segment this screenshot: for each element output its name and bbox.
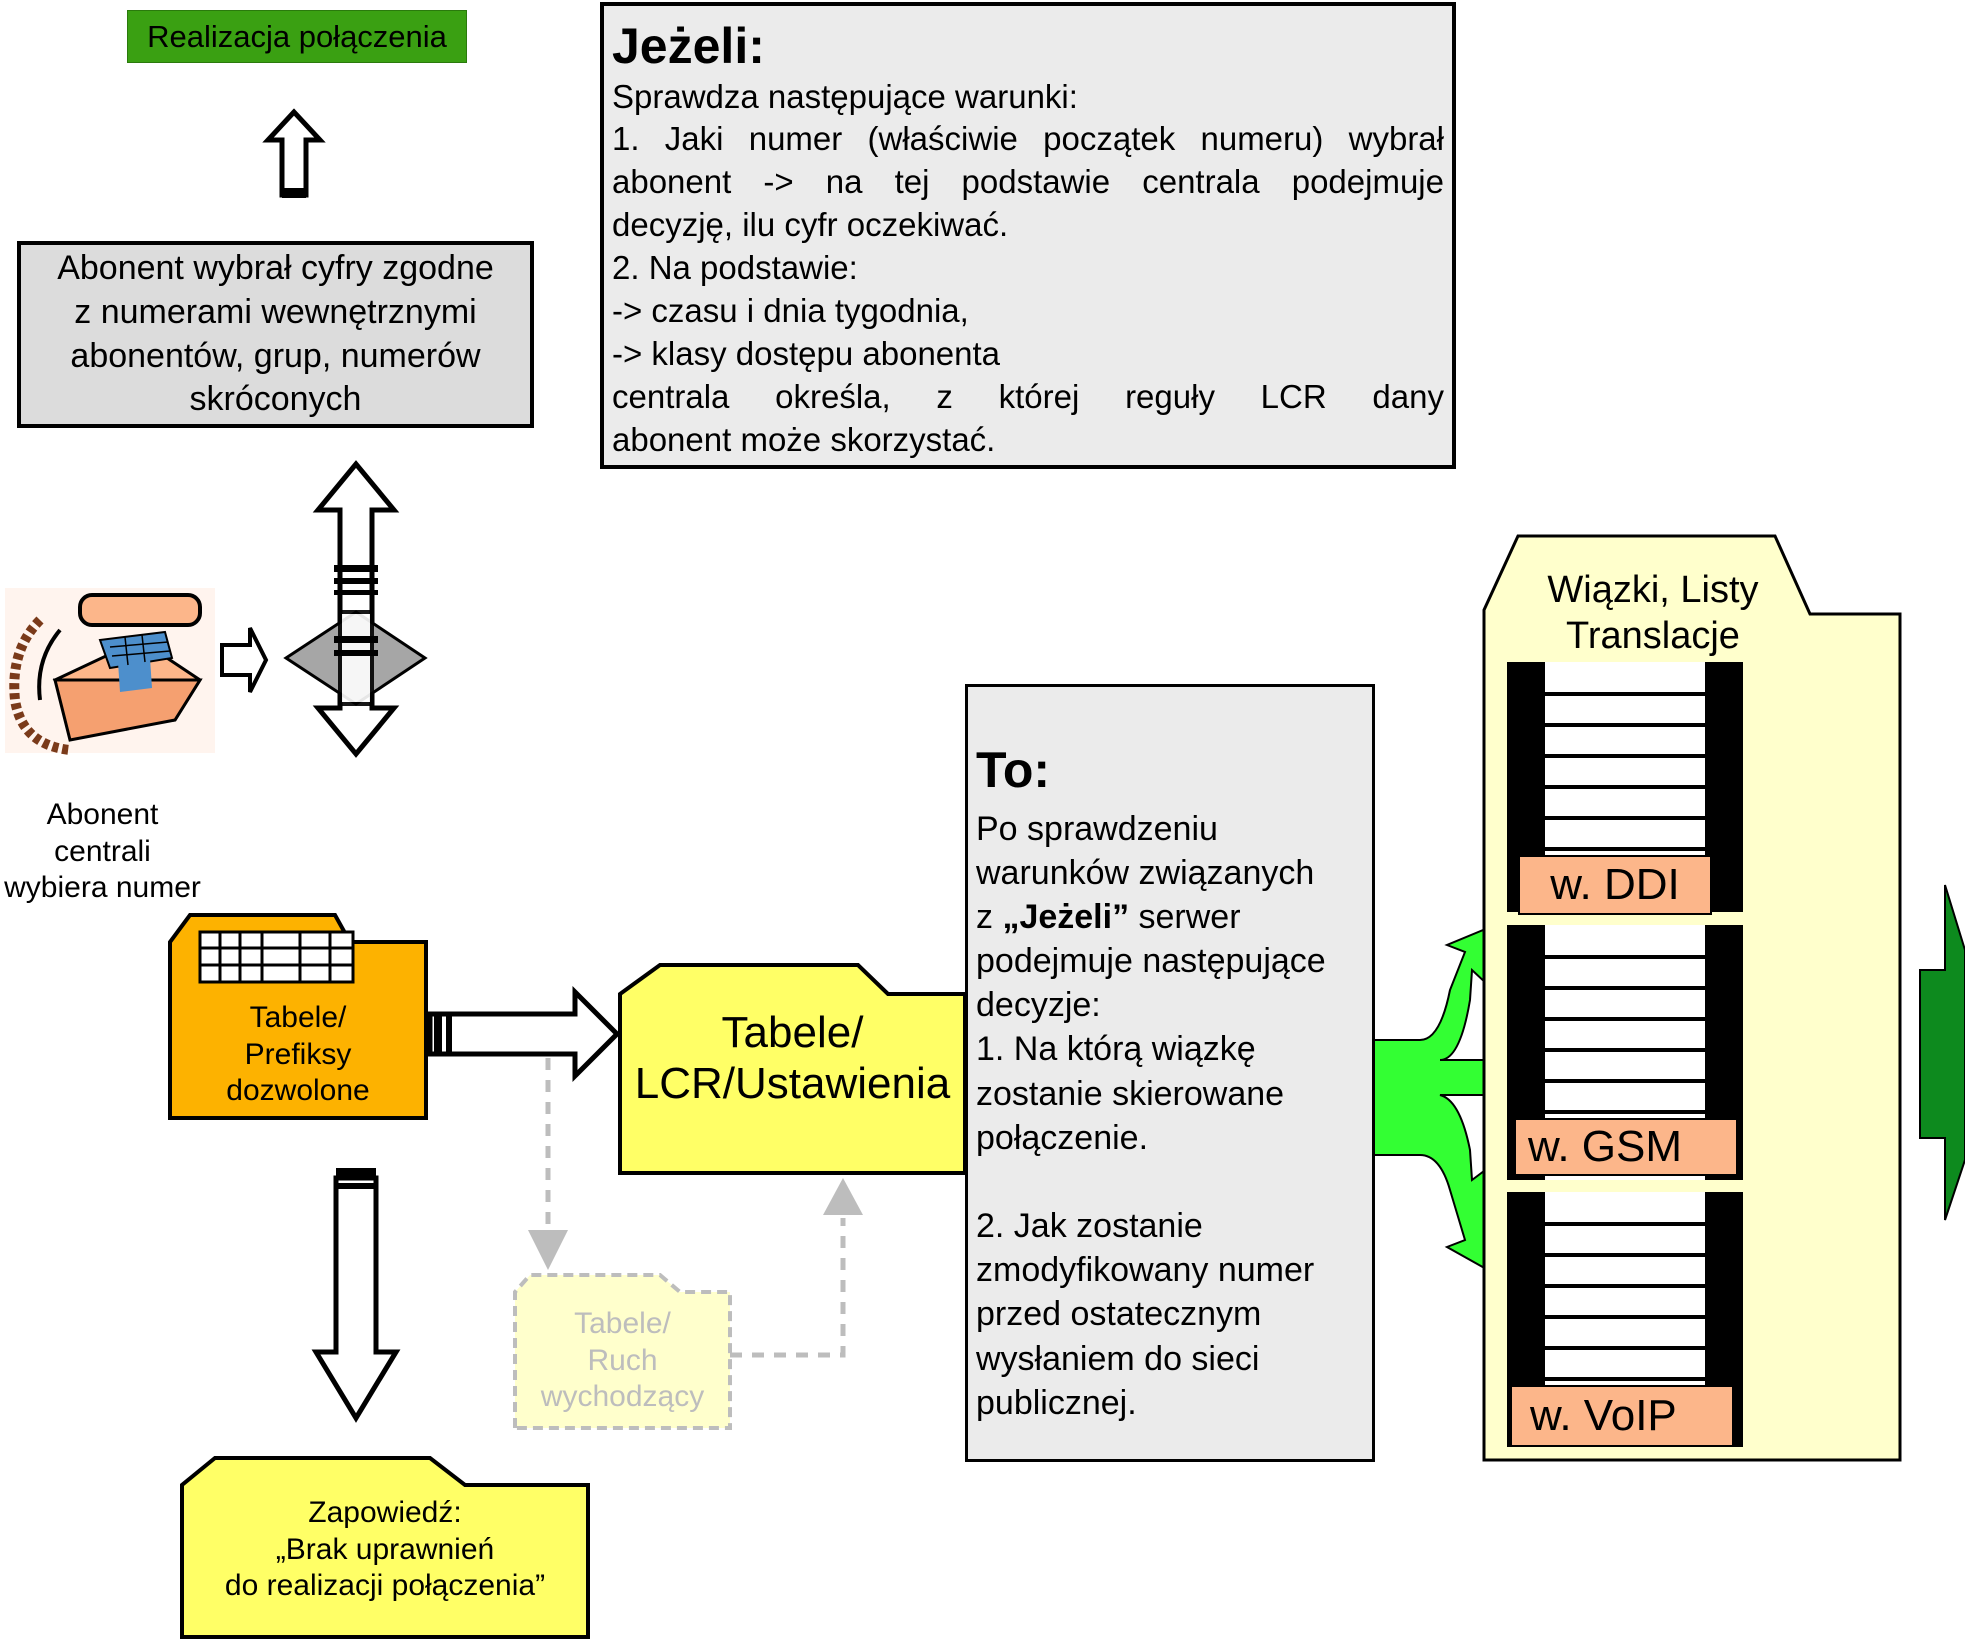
down-arrow: [311, 1168, 401, 1423]
jezeli-item1-line1: 1. Jaki numer (właściwie początek numeru…: [612, 120, 1444, 158]
zapowiedz-folder: [180, 1456, 590, 1639]
prefiksy-label: Tabele/ Prefiksy dozwolone: [172, 1000, 424, 1110]
jezeli-item2-line4: abonent może skorzystać.: [612, 420, 996, 458]
to-title: To:: [976, 742, 1051, 798]
to-p1-line-2: warunków związanych: [976, 853, 1315, 892]
trunk-label-voip: w. VoIP: [1510, 1385, 1734, 1447]
up-arrow: [262, 108, 326, 198]
jezeli-title: Jeżeli:: [612, 18, 765, 74]
dashed-connectors: [528, 1058, 863, 1358]
jezeli-item2-line3: centrala określa, z której reguły LCR da…: [612, 377, 1444, 415]
to-p1-bold: „Jeżeli”: [1002, 897, 1130, 936]
to-p1-suffix: serwer: [1129, 897, 1241, 936]
abonent-box: Abonent wybrał cyfry zgodne z numerami w…: [17, 241, 534, 428]
abonent-line-3: abonentów, grup, numerów: [70, 336, 481, 375]
to-p1-line-5: decyzje:: [976, 986, 1101, 1025]
to-p1-line-6: 1. Na którą wiązkę: [976, 1030, 1256, 1069]
jezeli-item2-b: -> klasy dostępu abonenta: [612, 334, 1001, 372]
trunk-gsm-text: w. GSM: [1528, 1122, 1683, 1171]
to-p2-line-4: wysłaniem do sieci: [976, 1339, 1260, 1378]
wiazki-title-line-1: Wiązki, Listy: [1547, 569, 1759, 611]
to-box: To: Po sprawdzeniu warunków związanych z…: [965, 684, 1375, 1462]
ruch-line-2: Ruch: [587, 1343, 658, 1377]
output-arrow: [1919, 884, 1965, 1221]
double-arrow-vertical: [312, 460, 400, 758]
phone-arrow: [220, 627, 269, 693]
realizacja-label: Realizacja połączenia: [127, 10, 467, 63]
to-p1-prefix: z: [976, 897, 1003, 936]
abonent-line-2: z numerami wewnętrznymi: [74, 292, 477, 331]
jezeli-item2-title: 2. Na podstawie:: [612, 249, 858, 287]
to-p2-line-1: 2. Jak zostanie: [976, 1207, 1203, 1245]
prefiksy-line-1: Tabele/: [249, 1001, 347, 1034]
trunk-label-gsm: w. GSM: [1514, 1118, 1738, 1176]
lcr-label: Tabele/ LCR/Ustawienia: [620, 1008, 965, 1109]
jezeli-item2-a: -> czasu i dnia tygodnia,: [612, 291, 969, 329]
trunk-label-ddi: w. DDI: [1518, 855, 1712, 915]
abonent-line-4: skróconych: [189, 380, 362, 419]
abonent-line-1: Abonent wybrał cyfry zgodne: [57, 249, 494, 288]
prefiksy-line-2: Prefiksy: [244, 1037, 352, 1071]
caller-caption-line-2: centrali: [54, 834, 151, 868]
ruch-line-3: wychodzący: [540, 1380, 705, 1414]
to-p1-line-8: połączenie.: [976, 1118, 1149, 1157]
ruch-folder: [513, 1273, 732, 1430]
wiazki-title-line-2: Translacje: [1566, 614, 1740, 657]
to-p2-line-2: zmodyfikowany numer: [976, 1251, 1315, 1290]
wiazki-title: Wiązki, Listy Translacje: [1518, 568, 1788, 659]
jezeli-item1-line3: decyzję, ilu cyfr oczekiwać.: [612, 206, 1009, 244]
to-p1-line-7: zostanie skierowane: [976, 1074, 1285, 1113]
trunk-voip-text: w. VoIP: [1530, 1391, 1677, 1440]
caller-caption-line-1: Abonent: [46, 798, 159, 831]
zapowiedz-line-1: Zapowiedź:: [308, 1496, 462, 1529]
to-p1-line-3: z „Jeżeli” serwer: [976, 895, 1366, 939]
arrow-to-lcr: [427, 985, 621, 1083]
prefiksy-folder: [168, 913, 428, 1120]
lcr-line-1: Tabele/: [721, 1008, 864, 1057]
ruch-label: Tabele/ Ruch wychodzący: [515, 1306, 730, 1416]
zapowiedz-label: Zapowiedź: „Brak uprawnień do realizacji…: [182, 1495, 588, 1605]
zapowiedz-line-2: „Brak uprawnień: [275, 1532, 495, 1566]
jezeli-intro: Sprawdza następujące warunki:: [612, 77, 1078, 115]
to-p2-line-5: publicznej.: [976, 1383, 1137, 1422]
trunk-ddi-text: w. DDI: [1550, 860, 1680, 909]
realizacja-text: Realizacja połączenia: [147, 18, 447, 54]
lcr-line-2: LCR/Ustawienia: [634, 1058, 951, 1108]
ruch-line-1: Tabele/: [574, 1307, 671, 1340]
jezeli-box: Jeżeli: Sprawdza następujące warunki: 1.…: [600, 2, 1456, 469]
to-p2-line-3: przed ostatecznym: [976, 1295, 1262, 1334]
jezeli-item1-line2: abonent -> na tej podstawie centrala pod…: [612, 163, 1444, 201]
decision-diamond: [283, 610, 428, 706]
trunk-tables: [1507, 662, 1743, 1447]
telephone-icon: [5, 588, 215, 755]
to-p1-line-1: Po sprawdzeniu: [976, 809, 1218, 848]
zapowiedz-line-3: do realizacji połączenia”: [224, 1569, 546, 1603]
caller-caption: Abonent centrali wybiera numer: [0, 797, 205, 907]
caller-caption-line-3: wybiera numer: [4, 871, 201, 905]
prefiksy-line-3: dozwolone: [226, 1074, 370, 1108]
to-p1-line-4: podejmuje następujące: [976, 942, 1326, 981]
